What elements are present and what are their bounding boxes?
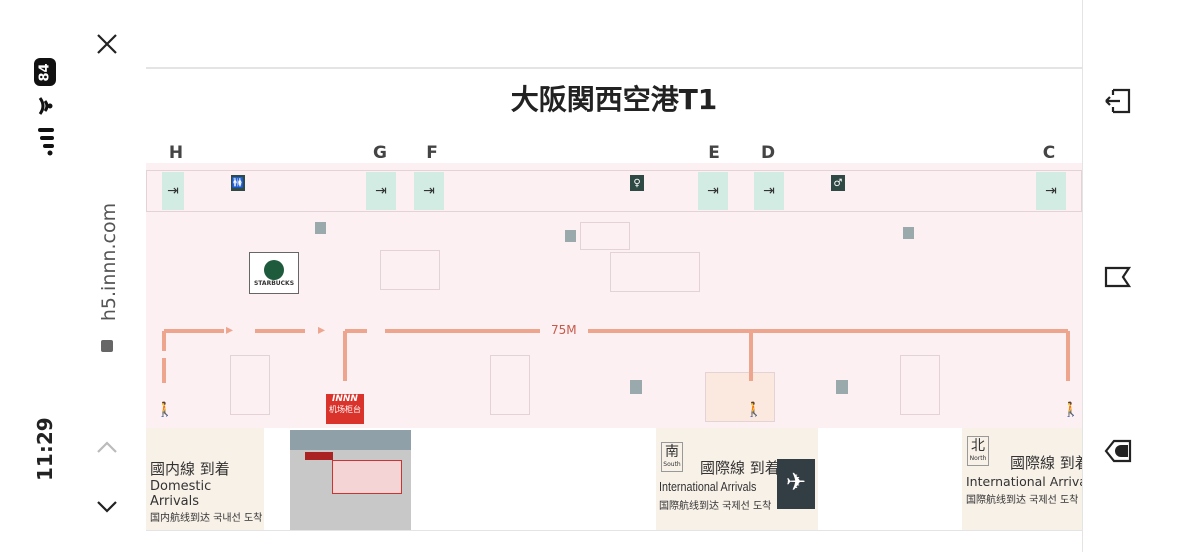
south-dir: 南 xyxy=(665,444,679,460)
domestic-subtitle: 国内航线到达 국내선 도착 xyxy=(150,513,263,524)
gate-label-c: C xyxy=(1042,143,1056,163)
lock-icon xyxy=(101,340,113,352)
counter-photo[interactable] xyxy=(290,430,411,530)
map-room xyxy=(580,222,630,250)
north-title-jp: 國際線 到着 xyxy=(1010,454,1082,472)
chevron-down-icon[interactable] xyxy=(96,500,118,514)
shop-row xyxy=(146,170,1082,212)
top-divider xyxy=(146,67,1082,69)
map-room xyxy=(610,252,700,292)
restroom-icon: 🚻 xyxy=(231,175,245,191)
gate-label-e: E xyxy=(708,143,720,163)
escalator-icon xyxy=(315,222,326,234)
arrivals-plane-icon: ✈ xyxy=(777,459,815,509)
map-room xyxy=(230,355,270,415)
starbucks-marker[interactable]: STARBUCKS xyxy=(249,252,299,294)
starbucks-label: STARBUCKS xyxy=(253,279,295,287)
battery-icon: 84 xyxy=(34,58,56,86)
gate-label-g: G xyxy=(373,143,387,163)
route-arrow-right: ▸ xyxy=(226,322,234,338)
elevator-icon xyxy=(836,380,848,394)
innn-logo: INNN xyxy=(332,394,358,404)
route-segment xyxy=(162,358,166,383)
south-dir-en: South xyxy=(663,461,681,468)
bottom-divider xyxy=(146,530,1082,531)
route-segment xyxy=(588,329,1068,333)
page-title: 大阪関西空港T1 xyxy=(510,83,718,116)
starbucks-logo-icon xyxy=(264,259,284,280)
domestic-title-en: Domestic Arrivals xyxy=(150,479,212,509)
restroom-icon: ♂ xyxy=(831,175,845,191)
gate-h-entrance-icon[interactable]: ⇥ xyxy=(162,172,184,210)
right-divider xyxy=(1082,0,1083,552)
gate-e-entrance-icon[interactable]: ⇥ xyxy=(698,172,728,210)
gate-label-f: F xyxy=(426,143,438,163)
north-dir-en: North xyxy=(969,455,987,462)
terminal-map[interactable] xyxy=(146,163,1082,428)
wifi-signal-icon xyxy=(38,97,54,156)
escalator-icon xyxy=(565,230,576,242)
walking-person-icon: 🚶 xyxy=(1062,402,1080,418)
route-segment xyxy=(385,329,540,333)
escalator-icon xyxy=(903,227,914,239)
north-subtitle: 国際航线到达 국제선 도착 xyxy=(966,495,1079,506)
innn-counter-marker[interactable]: INNN 机场柜台 xyxy=(326,394,364,424)
domestic-arrivals-panel: 國内線 到着 Domestic Arrivals 国内航线到达 국내선 도착 xyxy=(146,428,264,530)
route-segment xyxy=(749,331,753,381)
gate-label-h: H xyxy=(168,143,184,163)
map-room xyxy=(900,355,940,415)
south-subtitle: 国際航线到达 국제선 도착 xyxy=(659,501,772,512)
south-title-en: International Arrivals xyxy=(659,480,757,494)
bookmark-icon[interactable] xyxy=(1104,266,1132,288)
route-segment xyxy=(164,329,224,333)
gate-c-entrance-icon[interactable]: ⇥ xyxy=(1036,172,1066,210)
gate-d-entrance-icon[interactable]: ⇥ xyxy=(754,172,784,210)
tag-icon[interactable] xyxy=(1104,438,1132,464)
counter-label: 机场柜台 xyxy=(329,405,361,414)
south-title-jp: 國際線 到着 xyxy=(700,459,780,477)
north-title-en: International Arrivals xyxy=(966,474,1082,489)
route-segment xyxy=(255,329,305,333)
walking-person-icon: 🚶 xyxy=(156,402,174,418)
map-room xyxy=(705,372,775,422)
exit-icon[interactable] xyxy=(1104,88,1132,114)
url-bar[interactable]: h5.innn.com xyxy=(98,202,120,322)
restroom-icon: ♀ xyxy=(630,175,644,191)
map-room xyxy=(380,250,440,290)
gate-f-entrance-icon[interactable]: ⇥ xyxy=(414,172,444,210)
chevron-up-icon[interactable] xyxy=(96,440,118,454)
battery-level: 84 xyxy=(37,62,53,82)
route-segment xyxy=(343,331,347,381)
status-time: 11:29 xyxy=(33,417,57,481)
distance-label: 75M xyxy=(551,323,577,337)
close-icon[interactable] xyxy=(96,33,118,55)
gate-label-d: D xyxy=(760,143,776,163)
north-dir: 北 xyxy=(971,438,985,454)
map-room xyxy=(490,355,530,415)
walking-person-icon: 🚶 xyxy=(745,402,763,418)
route-segment xyxy=(162,331,166,351)
elevator-icon xyxy=(630,380,642,394)
route-segment xyxy=(345,329,367,333)
domestic-title-jp: 國内線 到着 xyxy=(150,460,230,478)
route-segment xyxy=(1066,331,1070,381)
route-arrow-right: ▸ xyxy=(318,322,326,338)
gate-g-entrance-icon[interactable]: ⇥ xyxy=(366,172,396,210)
